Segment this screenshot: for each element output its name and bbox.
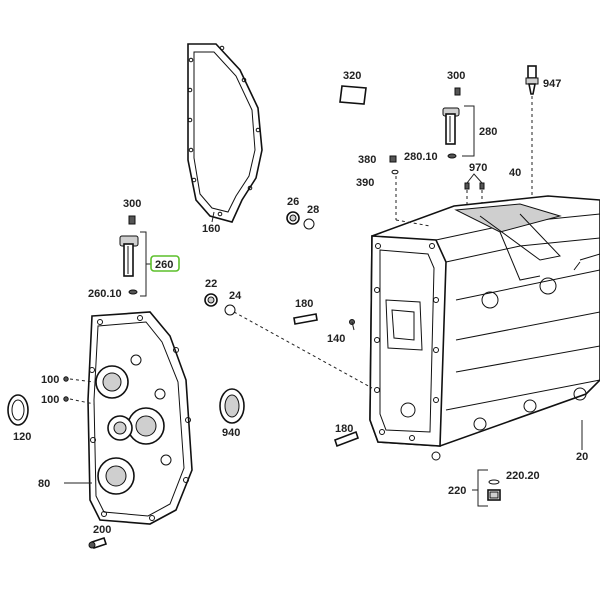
label-180-lower: 180 xyxy=(335,423,353,435)
plug-220[interactable] xyxy=(487,489,501,501)
label-970: 970 xyxy=(469,162,487,174)
label-100-upper: 100 xyxy=(41,374,59,386)
seal-120[interactable] xyxy=(7,394,29,426)
pin-180-upper[interactable] xyxy=(293,313,318,325)
seal-940[interactable] xyxy=(219,388,245,424)
plug-380[interactable] xyxy=(389,155,397,163)
label-390: 390 xyxy=(356,177,374,189)
shaft-280[interactable] xyxy=(442,107,460,145)
ring-28[interactable] xyxy=(303,218,315,230)
pin-180-lower[interactable] xyxy=(333,430,360,448)
screw-200[interactable] xyxy=(88,536,108,550)
label-220: 220 xyxy=(448,485,466,497)
label-120: 120 xyxy=(13,431,31,443)
plug-100-lower[interactable] xyxy=(63,396,69,402)
label-24: 24 xyxy=(229,290,242,302)
screw-300-left[interactable] xyxy=(128,215,136,225)
label-300-top: 300 xyxy=(447,70,465,82)
label-22: 22 xyxy=(205,278,217,290)
bearing-26[interactable] xyxy=(286,211,300,225)
label-160: 160 xyxy=(202,223,220,235)
label-280-10: 280.10 xyxy=(404,151,438,163)
oring-220-20[interactable] xyxy=(488,479,500,485)
label-100-lower: 100 xyxy=(41,394,59,406)
shaft-260[interactable] xyxy=(119,235,139,277)
label-140: 140 xyxy=(327,333,345,345)
washer-390[interactable] xyxy=(391,169,399,175)
label-40: 40 xyxy=(509,167,521,179)
plug-100-upper[interactable] xyxy=(63,376,69,382)
oring-260-10[interactable] xyxy=(128,289,138,295)
label-940: 940 xyxy=(222,427,240,439)
gasket-160[interactable] xyxy=(187,43,263,223)
gearbox-housing-20[interactable] xyxy=(369,195,600,461)
label-380: 380 xyxy=(358,154,376,166)
seal-plate-320[interactable] xyxy=(339,85,367,105)
bearing-22[interactable] xyxy=(204,293,218,307)
oring-280-10[interactable] xyxy=(447,153,457,159)
label-280: 280 xyxy=(479,126,497,138)
sensor-947[interactable] xyxy=(525,65,539,95)
screw-300-top[interactable] xyxy=(454,87,461,96)
label-26: 26 xyxy=(287,196,299,208)
label-20: 20 xyxy=(576,451,588,463)
label-80: 80 xyxy=(38,478,50,490)
label-200: 200 xyxy=(93,524,111,536)
label-300-left: 300 xyxy=(123,198,141,210)
label-260-10: 260.10 xyxy=(88,288,122,300)
front-cover-80[interactable] xyxy=(87,311,193,525)
bolt-970[interactable] xyxy=(464,182,485,190)
label-260: 260 xyxy=(155,259,173,271)
label-320: 320 xyxy=(343,70,361,82)
ring-24[interactable] xyxy=(224,304,236,316)
label-947: 947 xyxy=(543,78,561,90)
label-180-upper: 180 xyxy=(295,298,313,310)
label-28: 28 xyxy=(307,204,319,216)
highlight-box-260 xyxy=(150,255,180,272)
label-220-20: 220.20 xyxy=(506,470,540,482)
